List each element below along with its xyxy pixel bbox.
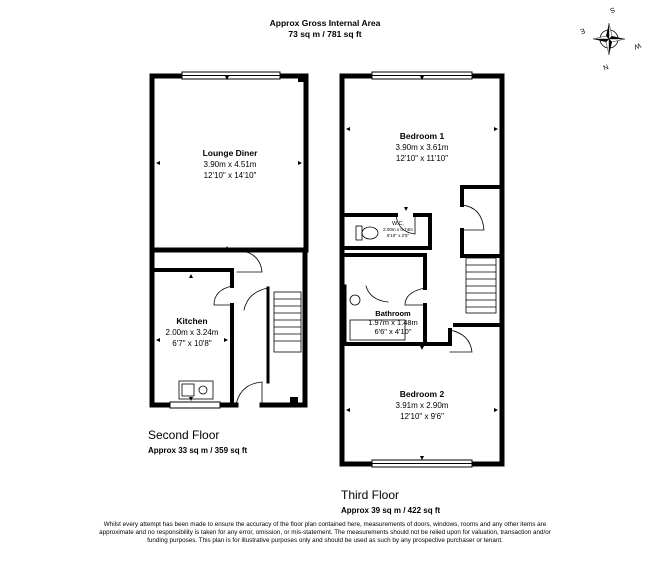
kitchen-wall <box>150 268 234 407</box>
room-name: Bedroom 2 <box>399 389 445 399</box>
third-floor-caption: Third Floor Approx 39 sq m / 422 sq ft <box>341 488 440 518</box>
header: Approx Gross Internal Area 73 sq m / 781… <box>225 18 425 40</box>
header-area: 73 sq m / 781 sq ft <box>288 29 362 39</box>
room-dim-imperial: 12'10" x 9'6" <box>400 412 444 421</box>
bathroom-wall <box>340 253 452 346</box>
room-label-bedroom-2: Bedroom 2 3.91m x 2.90m 12'10" x 9'6" <box>362 389 482 422</box>
room-dim-imperial: 6'7" x 10'8" <box>172 339 212 348</box>
floor-area: Approx 33 sq m / 359 sq ft <box>148 446 248 455</box>
room-dim-metric: 3.90m x 4.51m <box>203 160 257 169</box>
room-dim-metric: 3.90m x 3.61m <box>395 143 449 152</box>
room-name: W.C. <box>392 221 404 227</box>
landing-wall <box>460 185 504 258</box>
room-dim-imperial: 6'6" x 4'10" <box>374 327 412 336</box>
room-dim-imperial: 12'10" x 11'10" <box>395 154 449 163</box>
bathroom-door <box>365 285 389 303</box>
wc-door <box>395 214 416 235</box>
bedroom2-door <box>449 329 473 353</box>
room-label-lounge-diner: Lounge Diner 3.90m x 4.51m 12'10" x 14'1… <box>170 148 290 181</box>
room-label-bathroom: Bathroom 1.97m x 1.48m 6'6" x 4'10" <box>358 309 428 336</box>
kitchen-sink <box>178 380 214 400</box>
dimension-markers <box>156 76 498 460</box>
lounge-window <box>181 71 281 80</box>
room-label-kitchen: Kitchen 2.00m x 3.24m 6'7" x 10'8" <box>152 316 232 349</box>
disclaimer: Whilst every attempt has been made to en… <box>99 521 551 545</box>
room-label-wc: W.C. 2.00m x 0.74m 6'10" x 2'5" <box>368 221 428 239</box>
room-dim-imperial: 12'10" x 14'10" <box>203 171 257 180</box>
compass-icon <box>592 22 626 56</box>
floor-title: Third Floor <box>341 488 400 502</box>
floor-area: Approx 39 sq m / 422 sq ft <box>341 506 441 515</box>
room-name: Lounge Diner <box>202 148 258 158</box>
room-label-bedroom-1: Bedroom 1 3.90m x 3.61m 12'10" x 11'10" <box>362 131 482 164</box>
hall-door <box>243 287 269 311</box>
room-dim-metric: 3.91m x 2.90m <box>395 401 449 410</box>
stairs <box>273 291 302 353</box>
room-dim-imperial: 6'10" x 2'5" <box>386 233 410 238</box>
wc-wall <box>340 213 432 250</box>
bathroom-door-2 <box>404 287 426 306</box>
bedroom1-door <box>461 204 485 231</box>
room-name: Kitchen <box>176 316 208 326</box>
third-floor-stairs <box>465 257 497 314</box>
kitchen-window <box>169 401 221 409</box>
bathroom-fixtures <box>349 294 406 341</box>
room-dim-metric: 2.00m x 3.24m <box>165 328 219 337</box>
room-name: Bathroom <box>375 309 411 318</box>
second-floor-plan <box>149 71 309 409</box>
lounge-door <box>236 249 263 273</box>
room-name: Bedroom 1 <box>399 131 445 141</box>
header-title: Approx Gross Internal Area <box>269 18 381 28</box>
kitchen-door <box>213 285 233 306</box>
compass <box>592 22 626 56</box>
entrance-door <box>235 381 263 406</box>
room-dim-metric: 2.00m x 0.74m <box>383 227 413 232</box>
room-dim-metric: 1.97m x 1.48m <box>368 318 418 327</box>
second-floor-caption: Second Floor Approx 33 sq m / 359 sq ft <box>148 428 247 458</box>
wc-toilet <box>355 225 379 241</box>
floor-title: Second Floor <box>148 428 220 442</box>
